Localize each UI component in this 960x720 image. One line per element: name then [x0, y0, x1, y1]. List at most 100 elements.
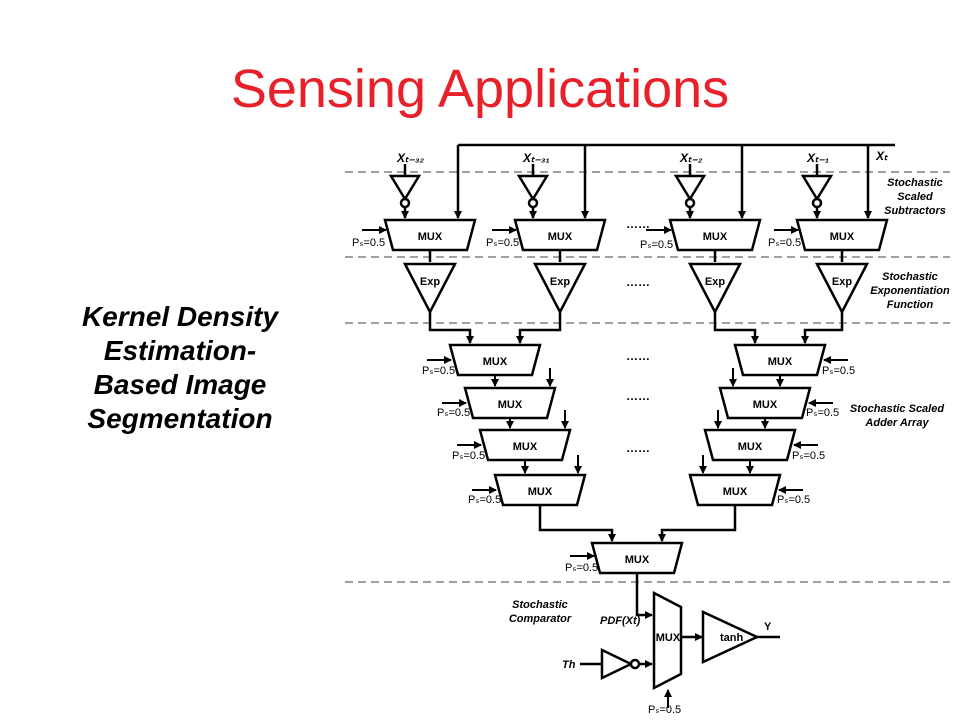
exp-label: Exp: [705, 276, 725, 288]
section-label-exponentiation: Function: [887, 299, 934, 311]
mux-label: MUX: [548, 231, 573, 243]
ps-label: Pₛ=0.5: [768, 237, 801, 249]
xt-bus: [454, 143, 895, 219]
mux-label: MUX: [768, 356, 793, 368]
subtractor-mux-row: [383, 218, 889, 252]
input-label-xt32: Xₜ₋₃₂: [396, 151, 425, 165]
ps-label: Pₛ=0.5: [422, 365, 455, 377]
th-label: Th: [562, 659, 576, 671]
exp-row: [402, 250, 870, 315]
inverter-bubble: [629, 658, 641, 670]
inverter: [800, 164, 834, 219]
ps-label: Pₛ=0.5: [565, 562, 598, 574]
section-label-exponentiation: Stochastic: [882, 271, 938, 283]
mux-block: [383, 218, 477, 252]
side-caption: Kernel Density Estimation- Based Image S…: [50, 300, 310, 436]
exp-block: [687, 262, 743, 315]
slide-title: Sensing Applications: [230, 59, 730, 119]
mux-label: MUX: [738, 441, 763, 453]
ps-label: Pₛ=0.5: [486, 237, 519, 249]
mux-block: [795, 218, 889, 252]
mux-label: MUX: [703, 231, 728, 243]
ps-label: Pₛ=0.5: [806, 407, 839, 419]
final-adder-wires: [538, 505, 737, 560]
input-label-xt1: Xₜ₋₁: [806, 151, 829, 165]
caption-line-1: Kernel Density: [81, 301, 279, 332]
final-mux-block: [590, 541, 684, 575]
pdf-label: PDF(Xt): [600, 615, 641, 627]
mux-label: MUX: [418, 231, 443, 243]
input-label-xt2: Xₜ₋₂: [679, 151, 703, 165]
section-label-subtractors: Subtractors: [884, 205, 946, 217]
mux-label: MUX: [513, 441, 538, 453]
section-label-subtractors: Scaled: [897, 191, 933, 203]
ps-label: Pₛ=0.5: [792, 450, 825, 462]
ps-label: Pₛ=0.5: [352, 237, 385, 249]
mux-block: [448, 343, 542, 377]
ellipsis: ……: [626, 349, 650, 363]
exp-to-adder-wires: [428, 312, 844, 344]
adder-array-left: [448, 343, 587, 507]
output-y-label: Y: [764, 621, 772, 633]
comparator-mux-block: [652, 590, 683, 691]
mux-block: [688, 473, 782, 507]
ellipsis: ……: [626, 389, 650, 403]
adder-array-right: [688, 343, 827, 507]
inverter-row: [388, 164, 834, 219]
section-label-adder: Stochastic Scaled: [850, 403, 944, 415]
th-inverter: [600, 648, 634, 680]
ellipsis: ……: [626, 441, 650, 455]
inverter: [388, 164, 422, 219]
mux-block: [463, 386, 557, 420]
mux-label: MUX: [625, 554, 650, 566]
tanh-block: [701, 610, 760, 664]
caption-line-4: Segmentation: [87, 403, 273, 434]
mux-block: [703, 428, 797, 462]
mux-label: MUX: [830, 231, 855, 243]
section-label-exponentiation: Exponentiation: [870, 285, 950, 297]
mux-block: [718, 386, 812, 420]
mux-block: [733, 343, 827, 377]
ellipsis: ……: [626, 217, 650, 231]
ps-label: Pₛ=0.5: [468, 494, 501, 506]
ps-label: Pₛ=0.5: [777, 494, 810, 506]
caption-line-3: Based Image: [93, 369, 267, 400]
mux-label: MUX: [753, 399, 778, 411]
section-label-comparator: Stochastic: [512, 599, 568, 611]
section-separators: [345, 171, 950, 583]
section-label-comparator: Comparator: [509, 613, 572, 625]
inverter: [673, 164, 707, 219]
caption-line-2: Estimation-: [103, 335, 257, 366]
mux-block: [513, 218, 607, 252]
ps-label: Pₛ=0.5: [648, 704, 681, 716]
input-label-xt: Xₜ: [875, 149, 889, 163]
adder-right-wires: [699, 356, 848, 494]
exp-block: [402, 262, 458, 315]
ps-label: Pₛ=0.5: [452, 450, 485, 462]
ellipsis: ……: [626, 275, 650, 289]
ps-label: Pₛ=0.5: [640, 239, 673, 251]
mux-label: MUX: [723, 486, 748, 498]
exp-block: [532, 262, 588, 315]
mux-block: [668, 218, 762, 252]
section-label-adder: Adder Array: [864, 417, 929, 429]
ps-label: Pₛ=0.5: [437, 407, 470, 419]
exp-block: [814, 262, 870, 315]
input-label-xt31: Xₜ₋₃₁: [522, 151, 550, 165]
mux-label: MUX: [498, 399, 523, 411]
section-labels: Stochastic Scaled Subtractors Stochastic…: [509, 177, 950, 625]
adder-left-wires: [427, 356, 582, 494]
tanh-label: tanh: [720, 632, 744, 644]
ps-label: Pₛ=0.5: [822, 365, 855, 377]
mux-block: [493, 473, 587, 507]
mux-block: [478, 428, 572, 462]
section-label-subtractors: Stochastic: [887, 177, 943, 189]
exp-label: Exp: [832, 276, 852, 288]
mux-label: MUX: [656, 632, 681, 644]
exp-label: Exp: [420, 276, 440, 288]
inverter: [516, 164, 550, 219]
exp-label: Exp: [550, 276, 570, 288]
mux-label: MUX: [483, 356, 508, 368]
mux-label: MUX: [528, 486, 553, 498]
